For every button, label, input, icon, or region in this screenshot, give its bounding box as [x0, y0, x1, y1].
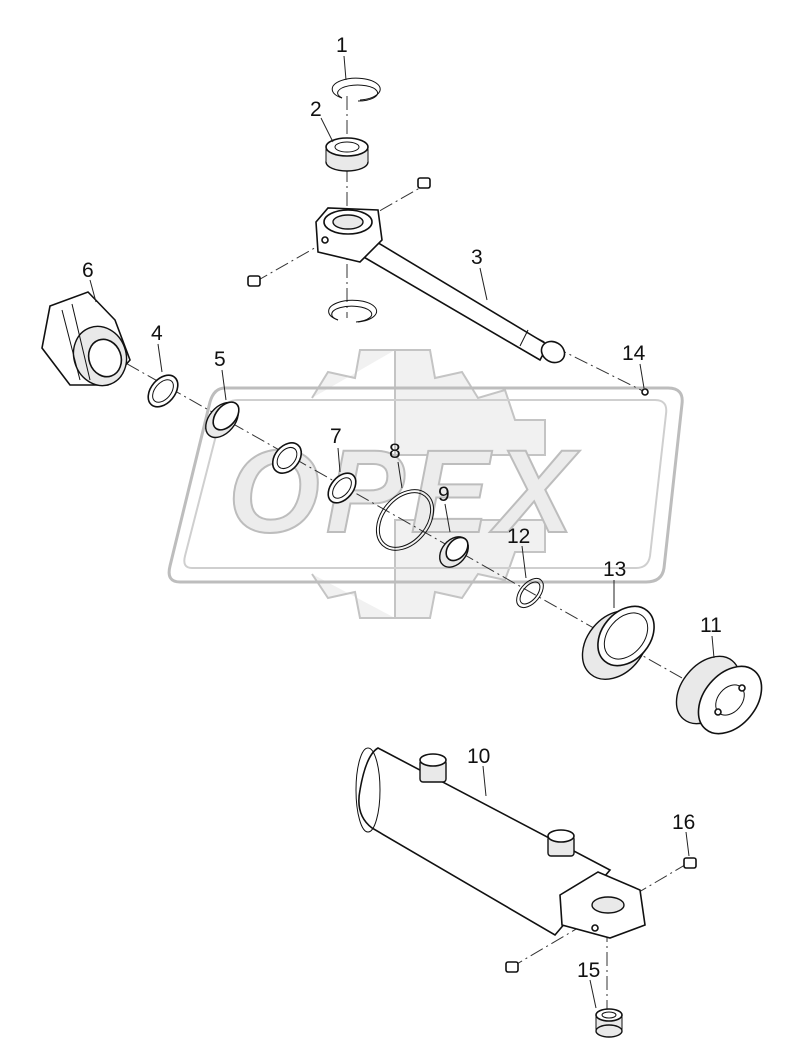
part-o-ring-8: [375, 489, 435, 551]
callout-15: 15: [577, 959, 600, 982]
part-seal-7: [327, 472, 357, 504]
part-wiper-5: [205, 401, 240, 439]
watermark-logo: OPEX: [167, 349, 684, 619]
callout-5: 5: [214, 348, 226, 371]
callout-14: 14: [622, 342, 646, 365]
part-plug-14: [641, 388, 649, 396]
part-retaining-ring-lower: [328, 299, 378, 323]
callout-16: 16: [672, 811, 695, 834]
grease-fitting-barrel-left: [505, 961, 519, 973]
part-retaining-ring-top: [331, 77, 381, 102]
callout-12: 12: [507, 525, 530, 548]
callout-13: 13: [603, 558, 626, 581]
part-seal-4: [147, 374, 179, 408]
callout-8: 8: [389, 440, 401, 463]
grease-fitting-rod-right: [417, 177, 431, 189]
part-piston: [675, 655, 763, 735]
part-piston-rod: [315, 207, 566, 364]
callout-7: 7: [330, 425, 342, 448]
part-cylinder-barrel: [355, 747, 646, 939]
part-piston-sleeve: [581, 605, 655, 680]
part-bushing-9: [439, 536, 469, 568]
callout-4: 4: [151, 322, 163, 345]
callout-labels: 1 2 3 4 5 6 7 8 9 10 11 12 13 14 15 16: [82, 34, 722, 982]
part-bushing-15: [595, 1008, 623, 1038]
callout-9: 9: [438, 483, 450, 506]
watermark-frame-outer: [167, 386, 684, 584]
grease-fitting-rod-left: [247, 275, 261, 287]
part-gland: [41, 291, 131, 387]
callout-leaders: [89, 55, 715, 1009]
callout-11: 11: [700, 614, 722, 637]
callout-1: 1: [336, 34, 348, 57]
grease-fitting-16: [683, 857, 697, 869]
callout-10: 10: [467, 745, 490, 768]
part-o-ring-12: [516, 577, 544, 609]
part-bearing: [325, 137, 369, 172]
callout-2: 2: [310, 98, 322, 121]
callout-6: 6: [82, 259, 94, 282]
part-bushing: [271, 442, 303, 474]
watermark-text: OPEX: [228, 426, 580, 558]
callout-3: 3: [471, 246, 483, 269]
